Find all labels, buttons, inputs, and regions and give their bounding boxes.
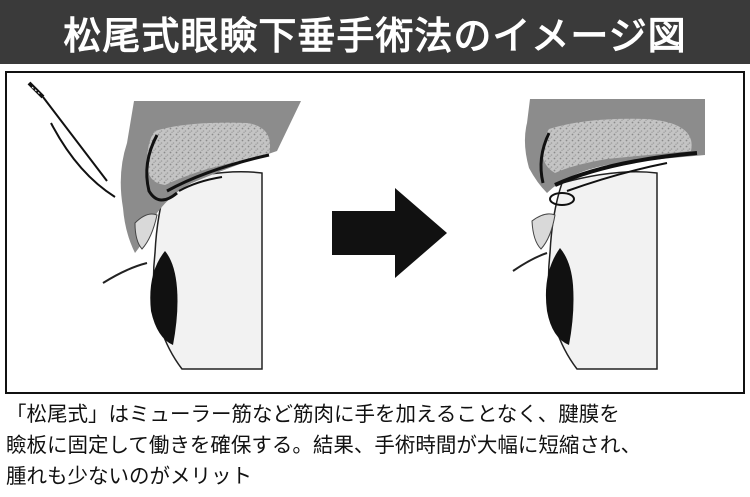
after-illustration bbox=[512, 99, 705, 370]
pupil-before bbox=[150, 251, 178, 345]
pupil-after bbox=[545, 248, 574, 345]
diagram-canvas bbox=[27, 81, 705, 370]
caption-line-2: 瞼板に固定して働きを確保する。結果、手術時間が大幅に短縮され、 bbox=[6, 433, 642, 457]
fat-pad-after bbox=[542, 118, 692, 173]
diagram-frame bbox=[5, 71, 745, 394]
right-arrow-icon bbox=[332, 188, 447, 278]
fat-pad-before bbox=[147, 122, 271, 185]
surgical-needle-icon bbox=[27, 81, 116, 198]
caption: 「松尾式」はミューラー筋など筋肉に手を加えることなく、腱膜を 瞼板に固定して働き… bbox=[6, 399, 746, 492]
caption-line-1: 「松尾式」はミューラー筋など筋肉に手を加えることなく、腱膜を bbox=[6, 402, 620, 426]
title-bar: 松尾式眼瞼下垂手術法のイメージ図 bbox=[0, 0, 750, 64]
page-title: 松尾式眼瞼下垂手術法のイメージ図 bbox=[63, 13, 687, 58]
caption-line-3: 腫れも少ないのがメリット bbox=[6, 464, 252, 488]
before-illustration bbox=[27, 81, 301, 370]
